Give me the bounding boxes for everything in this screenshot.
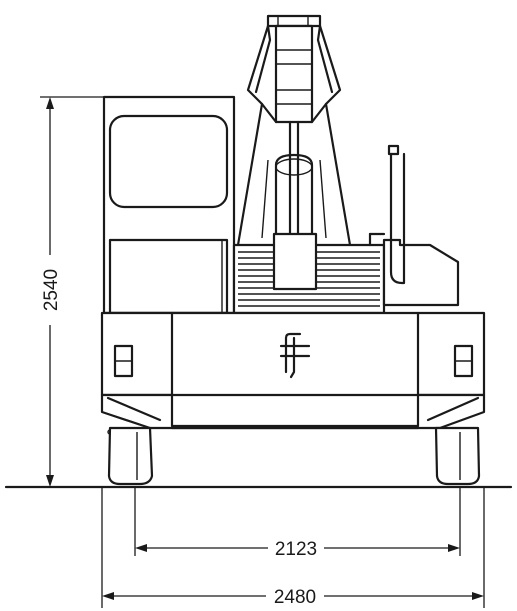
crane-manufacturer-logo-icon [279,332,311,379]
operator-cab [102,95,236,315]
track-gauge-label: 2123 [275,539,317,560]
overall-width-dimension: 2480 [101,487,485,608]
boom-assembly [236,14,352,247]
right-track [434,426,481,486]
engine-housing [232,144,460,315]
exhaust-pipe [387,144,406,285]
carrier-chassis [100,311,486,435]
height-dimension-label: 2540 [41,269,62,311]
right-side-lamp [453,344,474,378]
left-side-lamp [113,344,134,378]
overall-width-label: 2480 [274,587,316,608]
height-dimension: 2540 [40,96,104,488]
track-gauge-dimension: 2123 [134,487,461,560]
left-track [107,426,154,486]
